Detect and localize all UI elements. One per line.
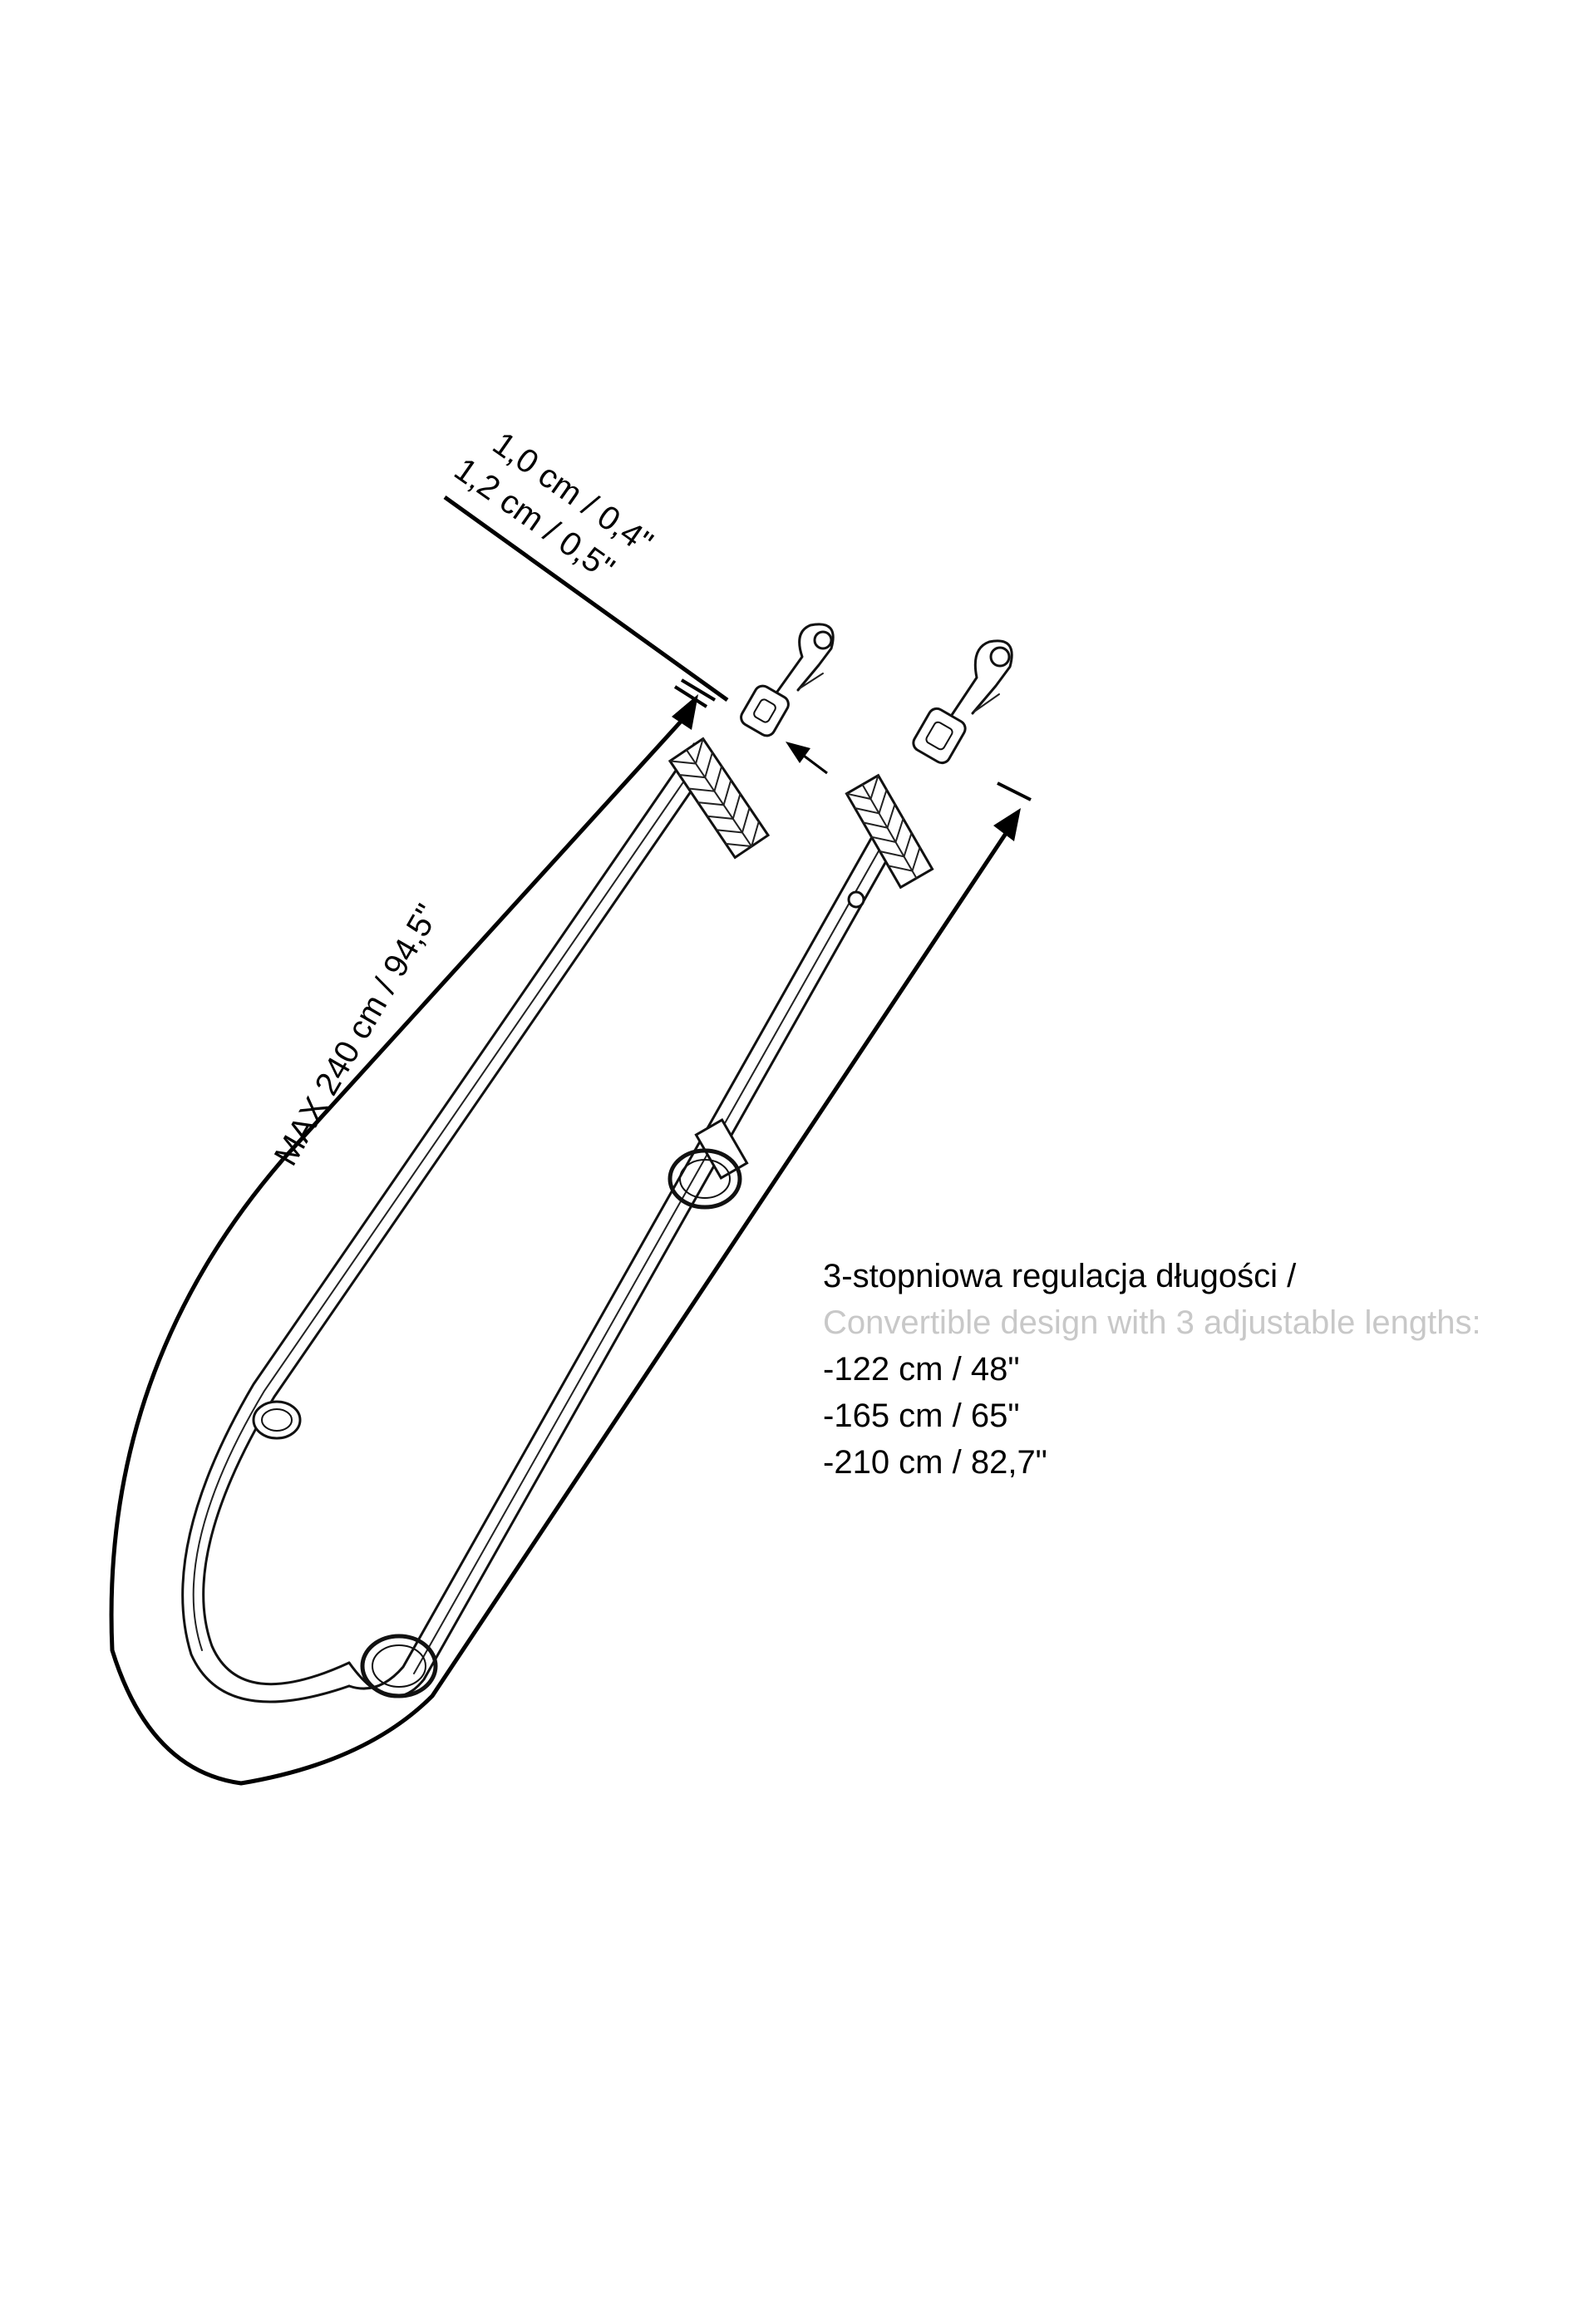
right-strap-stitching <box>413 841 884 1674</box>
left-snap-hook <box>740 623 835 737</box>
width-dimension-tick-top <box>680 678 717 702</box>
adjustment-length-3: -210 cm / 82,7" <box>823 1444 1047 1481</box>
o-ring-right-inner <box>679 1159 731 1199</box>
width-label: 1,0 cm / 0,4" 1,2 cm / 0,5" <box>448 425 659 587</box>
max-length-arrowhead <box>672 694 698 730</box>
left-strap-stitching <box>192 750 706 1651</box>
rivet-hole <box>847 890 865 909</box>
o-ring-left <box>252 1400 302 1440</box>
width-dimension-line <box>443 495 729 703</box>
outer-length-arrowhead <box>993 808 1021 841</box>
adjustment-title-en: Convertible design with 3 adjustable len… <box>823 1304 1481 1341</box>
adjustment-info: 3-stopniowa regulacja długości / Convert… <box>823 1258 1481 1481</box>
left-strap-inner-edge <box>181 742 696 1703</box>
leash-illustration <box>181 623 1013 1703</box>
o-ring-bottom-inner <box>372 1644 426 1688</box>
o-ring-bottom <box>360 1634 438 1698</box>
dimension-lines <box>109 495 1032 1786</box>
right-snap-hook <box>912 639 1013 765</box>
left-braid <box>667 737 771 860</box>
right-strap-inner-edge <box>347 834 874 1690</box>
max-length-line <box>281 712 690 1161</box>
adjustment-length-1: -122 cm / 48" <box>823 1351 1020 1388</box>
o-ring-left-inner <box>261 1408 293 1432</box>
o-ring-right <box>667 1148 742 1210</box>
outer-length-tick <box>997 781 1032 801</box>
outer-length-curve <box>109 826 1012 1786</box>
right-strap-outer-edge <box>347 846 895 1698</box>
max-length-tick <box>673 685 708 708</box>
adjustment-title-pl: 3-stopniowa regulacja długości / <box>823 1258 1297 1294</box>
left-strap-outer-edge <box>202 755 717 1686</box>
max-length-label: MAX 240 cm / 94,5" <box>268 899 446 1172</box>
adjustment-length-2: -165 cm / 65" <box>823 1398 1020 1434</box>
right-braid <box>845 773 934 890</box>
width-arrowhead <box>786 742 810 763</box>
